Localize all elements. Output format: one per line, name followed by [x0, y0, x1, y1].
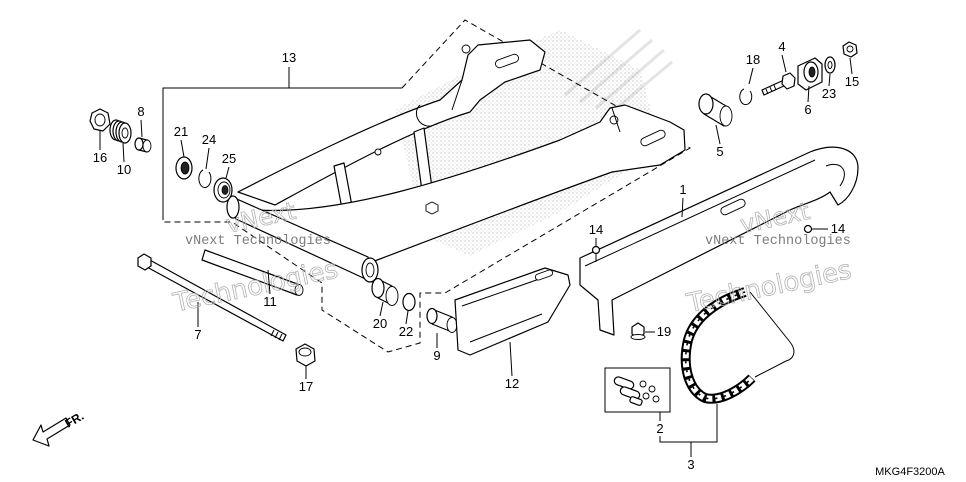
callout-19: 19 — [657, 324, 671, 339]
callout-20: 20 — [373, 316, 387, 331]
watermark-right-line: vNext Technologies — [705, 234, 851, 249]
near-arm-axle-hole — [609, 115, 619, 125]
part-15-nut — [842, 41, 858, 58]
callout-22: 22 — [399, 324, 413, 339]
callout-23: 23 — [822, 86, 836, 101]
part-18-circlip — [739, 88, 753, 106]
callout-24: 24 — [202, 132, 216, 147]
watermark-left-line: vNext Technologies — [185, 234, 331, 249]
part-21-seal — [175, 156, 193, 180]
part-3-drive-chain — [680, 287, 795, 404]
callouts: 13 18 4 15 23 6 5 8 21 24 25 16 10 1 14 … — [93, 39, 859, 472]
part-14-bolt — [803, 224, 818, 234]
callout-16: 16 — [93, 150, 107, 165]
front-direction-arrow: FR. — [32, 409, 86, 447]
part-12-chain-slider — [454, 267, 571, 356]
callout-15: 15 — [845, 74, 859, 89]
part-20-bushing — [371, 277, 399, 306]
part-8-collar — [134, 137, 152, 153]
chain-guide-nut — [425, 201, 439, 215]
callout-4: 4 — [778, 39, 785, 54]
callout-6: 6 — [804, 102, 811, 117]
part-22-seal — [402, 292, 416, 312]
part-17-nut — [295, 343, 316, 367]
callout-12: 12 — [505, 376, 519, 391]
part-10-bushing — [109, 119, 132, 144]
part-13-swingarm — [226, 39, 686, 283]
callout-1: 1 — [679, 182, 686, 197]
callout-14-left: 14 — [589, 222, 603, 237]
watermark-left-word: Technologies — [170, 255, 341, 319]
diagram-code: MKG4F3200A — [875, 466, 945, 478]
bracket-bolt — [374, 148, 382, 156]
callout-21: 21 — [174, 124, 188, 139]
part-23-washer — [824, 56, 836, 74]
far-arm-adjust-slot — [495, 53, 519, 69]
leader-lines — [99, 54, 853, 457]
part-6-chain-adjuster — [797, 57, 823, 91]
callout-25: 25 — [222, 151, 236, 166]
callout-13: 13 — [282, 50, 296, 65]
callout-17: 17 — [299, 379, 313, 394]
callout-5: 5 — [716, 144, 723, 159]
callout-18: 18 — [746, 52, 760, 67]
part-19-bolt — [630, 322, 646, 340]
callout-10: 10 — [117, 162, 131, 177]
watermark-right-word: Technologies — [684, 255, 855, 319]
swingarm-near-arm — [257, 104, 686, 263]
callout-14-right: 14 — [831, 221, 845, 236]
callout-11: 11 — [263, 294, 277, 309]
part-7-pivot-bolt — [137, 253, 287, 342]
part-4-bolt — [761, 72, 796, 96]
part-25-bearing — [213, 177, 233, 203]
part-14-bolt — [591, 245, 601, 262]
near-arm-adjust-slot — [640, 129, 666, 147]
part-1-chain-case — [579, 146, 859, 336]
part-5-adjuster-collar — [698, 93, 733, 127]
part-9-collar — [426, 307, 458, 333]
part-2-chain-joint-kit — [604, 367, 671, 413]
swingarm-cross-brace — [333, 162, 353, 210]
part-24-circlip — [198, 169, 212, 189]
callout-3: 3 — [687, 457, 694, 472]
far-arm-axle-hole — [461, 44, 471, 54]
callout-2: 2 — [656, 421, 663, 436]
assembly-13-boundary — [162, 19, 691, 353]
callout-7: 7 — [194, 327, 201, 342]
part-16-nut — [89, 108, 111, 132]
callout-9: 9 — [433, 348, 440, 363]
callout-8: 8 — [137, 104, 144, 119]
